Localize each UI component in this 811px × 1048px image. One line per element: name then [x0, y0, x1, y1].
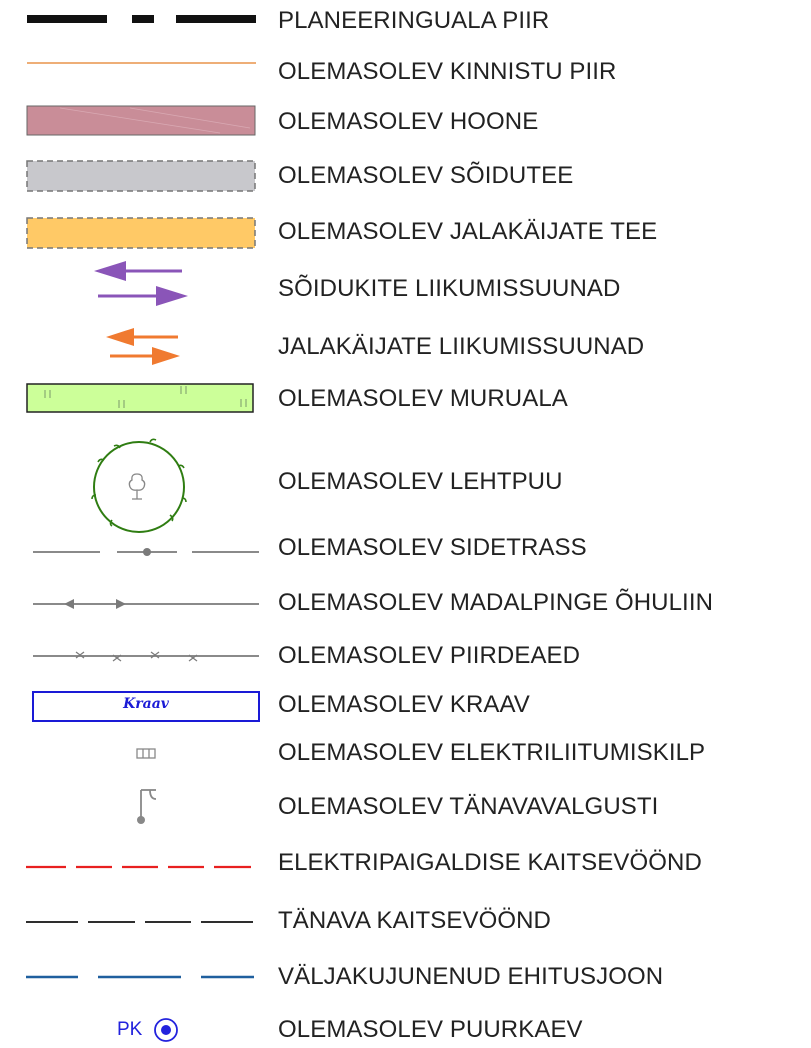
label-kinnistu-piir: OLEMASOLEV KINNISTU PIIR [278, 58, 617, 85]
label-muruala: OLEMASOLEV MURUALA [278, 385, 568, 412]
label-madalpinge: OLEMASOLEV MADALPINGE ÕHULIIN [278, 589, 714, 616]
label-planeeringuala-piir: PLANEERINGUALA PIIR [278, 7, 550, 34]
thick-dashed-black-line-icon [27, 15, 256, 23]
label-soidukite-suunad: SÕIDUKITE LIIKUMISSUUNAD [278, 275, 621, 302]
street-light-icon [137, 789, 157, 824]
yellow-dashed-rectangle-icon [26, 217, 256, 249]
gray-dashed-rectangle-icon [26, 160, 256, 192]
label-piirdeaed: OLEMASOLEV PIIRDEAED [278, 642, 581, 669]
label-tanavavalgusti: OLEMASOLEV TÄNAVAVALGUSTI [278, 793, 659, 820]
green-grass-rectangle-icon [26, 383, 254, 413]
label-jalakaijate-suunad: JALAKÄIJATE LIIKUMISSUUNAD [278, 333, 645, 360]
gray-dotted-line-icon [33, 548, 259, 556]
pink-hatched-rectangle-icon [26, 105, 256, 136]
label-elektriliitumiskilp: OLEMASOLEV ELEKTRILIITUMISKILP [278, 739, 706, 766]
label-ehitusjoon: VÄLJAKUJUNENUD EHITUSJOON [278, 963, 664, 990]
label-puurkaev: OLEMASOLEV PUURKAEV [278, 1016, 583, 1043]
label-tanava-kaitsevoond: TÄNAVA KAITSEVÖÖND [278, 907, 551, 934]
deciduous-tree-icon [91, 438, 187, 533]
label-soidutee: OLEMASOLEV SÕIDUTEE [278, 162, 574, 189]
orange-arrows-icon [106, 328, 180, 365]
label-jalakaijate-tee: OLEMASOLEV JALAKÄIJATE TEE [278, 218, 658, 245]
gray-x-line-icon [33, 651, 259, 662]
kraav-box-text: Kraav [123, 696, 169, 712]
kraav-box-icon [32, 691, 260, 722]
purple-arrows-icon [94, 261, 188, 306]
puurkaev-prefix: PK [117, 1019, 143, 1040]
gray-arrow-line-icon [33, 599, 259, 609]
well-icon [154, 1018, 178, 1042]
label-lehtpuu: OLEMASOLEV LEHTPUU [278, 468, 563, 495]
label-sidetrass: OLEMASOLEV SIDETRASS [278, 534, 587, 561]
electric-box-icon [136, 748, 156, 759]
label-hoone: OLEMASOLEV HOONE [278, 108, 539, 135]
label-elektripaigaldise-kaitsevoond: ELEKTRIPAIGALDISE KAITSEVÖÖND [278, 849, 702, 876]
label-kraav: OLEMASOLEV KRAAV [278, 691, 530, 718]
